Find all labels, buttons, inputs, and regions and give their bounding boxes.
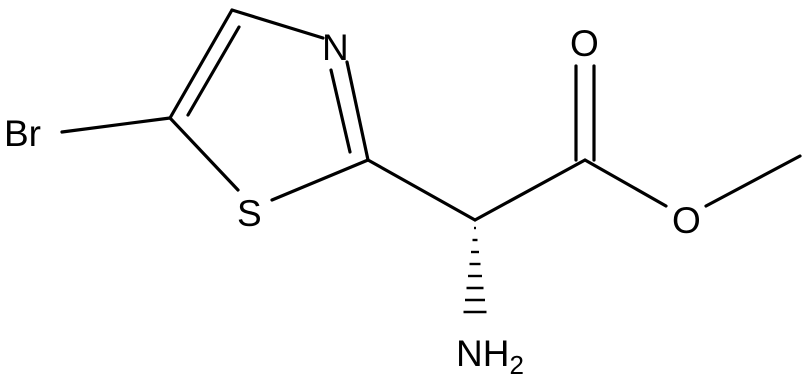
bond-s1-c5 [168,116,240,192]
bond-c-oester [583,158,668,208]
atom-nh2-main: NH [456,333,509,374]
bond-oester-methyl [704,154,802,208]
atom-s: S [237,193,262,234]
bond-c2-s1 [270,158,370,202]
bond-n3-c2-inner [329,68,352,154]
hashed-wedge-bond [463,226,487,314]
bond-calpha-ccarbonyl [473,158,587,222]
bond-c2-calpha [366,158,477,222]
atom-n: N [322,27,349,68]
bond-n3-c2 [345,60,370,162]
atom-o-ester: O [672,200,701,241]
atom-nh2-subscript: 2 [509,350,523,380]
atom-br: Br [4,113,41,154]
bond-c5-c4 [168,8,234,120]
bond-c4-n3 [230,8,325,40]
atom-o-carbonyl: O [570,23,599,64]
atom-nh2: NH2 [456,333,524,380]
bond-c5-c4-inner [186,25,241,117]
bond-c5-br [60,116,172,134]
